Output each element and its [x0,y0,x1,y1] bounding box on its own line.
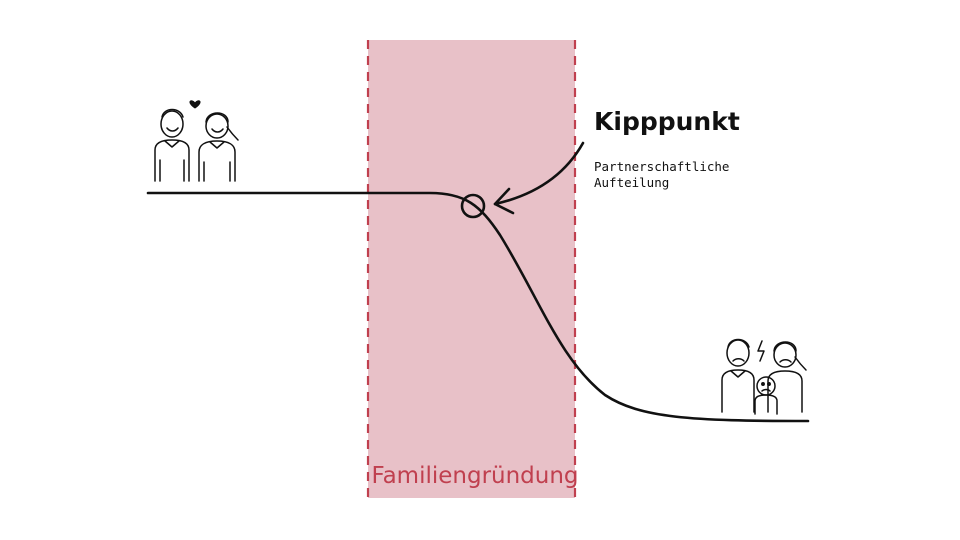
tipping-point-marker [460,193,486,219]
tipping-point-arrow [493,141,585,215]
trajectory-curve [146,191,810,423]
phase-label: Familiengründung [371,463,578,489]
tipping-point-description-line-2: Aufteilung [594,175,669,190]
couple-with-heart-icon [154,100,239,182]
phase-band-fill [368,40,575,498]
family-phase-band: Familiengründung [366,40,579,498]
tipping-point-title: Kipppunkt [594,107,740,136]
unhappy-family-with-child-icon [721,338,807,415]
tipping-point-description-line-1: Partnerschaftliche [594,159,729,174]
